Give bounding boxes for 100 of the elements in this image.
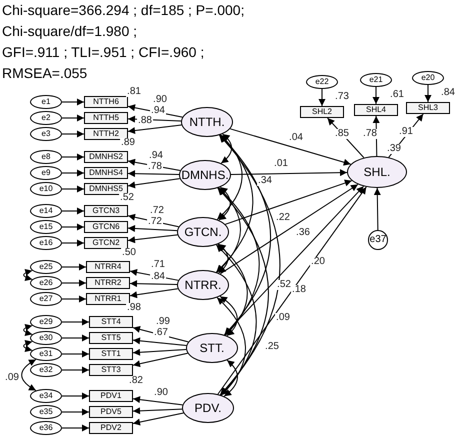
arrow <box>62 208 84 214</box>
double-headed-arrow <box>21 358 36 392</box>
arrow <box>132 396 184 406</box>
coefficient-label: .90 <box>153 388 169 398</box>
indicator-box: SHL2 <box>300 106 344 118</box>
arrow <box>62 408 90 416</box>
coefficient-label: .09 <box>4 373 20 383</box>
coefficient-label: .61 <box>389 90 405 100</box>
indicator-box: STT5 <box>89 332 133 344</box>
coefficient-label: .85 <box>334 129 350 139</box>
indicator-box: NTRR1 <box>86 293 130 305</box>
indicator-box: SHL3 <box>406 102 450 114</box>
coefficient-label: .78 <box>362 129 378 139</box>
error-ellipse: e26 <box>30 276 62 290</box>
fit-statistic: RMSEA=.055 <box>2 66 88 80</box>
arrow <box>128 158 181 171</box>
error-ellipse: e14 <box>30 204 62 218</box>
double-headed-arrow <box>220 134 232 164</box>
double-headed-arrow <box>220 296 238 336</box>
indicator-box: NTRR2 <box>86 277 130 289</box>
latent-ellipse: STT. <box>186 333 238 363</box>
error-ellipse: e31 <box>30 347 62 361</box>
indicator-box: PDV1 <box>89 390 133 402</box>
double-headed-arrow <box>217 244 248 336</box>
arrow <box>62 366 90 374</box>
double-headed-arrow <box>219 134 272 336</box>
double-headed-arrow <box>224 360 238 397</box>
indicator-box: PDV2 <box>89 422 133 434</box>
coefficient-label: .25 <box>264 342 280 352</box>
indicator-box: PDV5 <box>89 406 133 418</box>
arrow <box>62 280 86 286</box>
arrow <box>128 178 180 188</box>
coefficient-label: .52 <box>119 193 135 203</box>
error-ellipse: e25 <box>30 260 62 274</box>
latent-ellipse: DMNHS. <box>179 160 231 190</box>
arrow <box>217 186 367 395</box>
error-ellipse: e2 <box>30 111 62 125</box>
arrow <box>62 130 84 138</box>
indicator-box: NTRR4 <box>86 261 130 273</box>
coefficient-label: .88 <box>137 116 153 126</box>
coefficient-label: .04 <box>288 133 304 143</box>
arrow <box>230 169 348 176</box>
arrow <box>62 296 86 302</box>
error-ellipse: e32 <box>30 363 62 377</box>
arrow <box>62 154 84 160</box>
arrow <box>132 407 183 414</box>
coefficient-label: .52 <box>276 280 292 290</box>
indicator-box: DMNHS2 <box>84 151 128 163</box>
coefficient-label: .72 <box>147 217 163 227</box>
coefficient-label: .81 <box>126 87 142 97</box>
coefficient-label: .50 <box>121 248 137 258</box>
coefficient-label: .39 <box>386 144 402 154</box>
coefficient-label: .73 <box>334 92 350 102</box>
coefficient-label: .91 <box>398 127 414 137</box>
coefficient-label: .18 <box>291 285 307 295</box>
error-ellipse: e9 <box>30 166 62 180</box>
indicator-box: GTCN3 <box>84 205 128 217</box>
arrow <box>62 170 84 176</box>
latent-ellipse: GTCN. <box>177 217 229 247</box>
coefficient-label: .22 <box>275 213 291 223</box>
coefficient-label: .71 <box>150 260 166 270</box>
fit-statistic: Chi-square=366.294 ; df=185 ; P=.000; <box>2 3 244 17</box>
arrow <box>132 326 189 342</box>
error-ellipse: e34 <box>30 389 62 403</box>
arrow <box>318 88 326 106</box>
indicator-box: NTTH6 <box>84 96 128 108</box>
double-headed-arrow <box>218 244 228 274</box>
error-ellipse: e27 <box>30 292 62 306</box>
coefficient-label: .01 <box>273 159 289 169</box>
double-headed-arrow <box>216 134 243 220</box>
fit-statistic: Chi-square/df=1.980 ; <box>2 24 138 38</box>
latent-ellipse: SHL. <box>347 156 407 188</box>
arrow <box>128 234 178 244</box>
arrow <box>128 214 180 228</box>
arrow <box>128 170 180 178</box>
arrow <box>62 224 84 230</box>
arrow <box>224 180 352 225</box>
indicator-box: STT3 <box>89 364 133 376</box>
double-headed-arrow <box>216 244 257 396</box>
coefficient-label: .84 <box>150 272 166 282</box>
coefficient-label: .84 <box>440 88 456 98</box>
latent-ellipse: PDV. <box>182 393 234 423</box>
coefficient-label: .78 <box>147 162 163 172</box>
arrow <box>128 225 178 232</box>
arrow <box>128 124 182 134</box>
indicator-box: STT4 <box>89 316 133 328</box>
arrow <box>374 188 381 230</box>
indicator-box: GTCN2 <box>84 237 128 249</box>
indicator-box: STT1 <box>89 348 133 360</box>
coefficient-label: .98 <box>126 303 142 313</box>
arrow <box>62 240 84 246</box>
error-ellipse: e16 <box>30 236 62 250</box>
arrow <box>62 334 90 342</box>
coefficient-label: .20 <box>310 257 326 267</box>
arrow <box>132 337 187 346</box>
latent-ellipse: NTTH. <box>181 107 233 137</box>
arrow <box>62 318 90 326</box>
arrow <box>130 280 178 288</box>
error-ellipse: e1 <box>30 95 62 109</box>
arrow <box>230 128 352 166</box>
